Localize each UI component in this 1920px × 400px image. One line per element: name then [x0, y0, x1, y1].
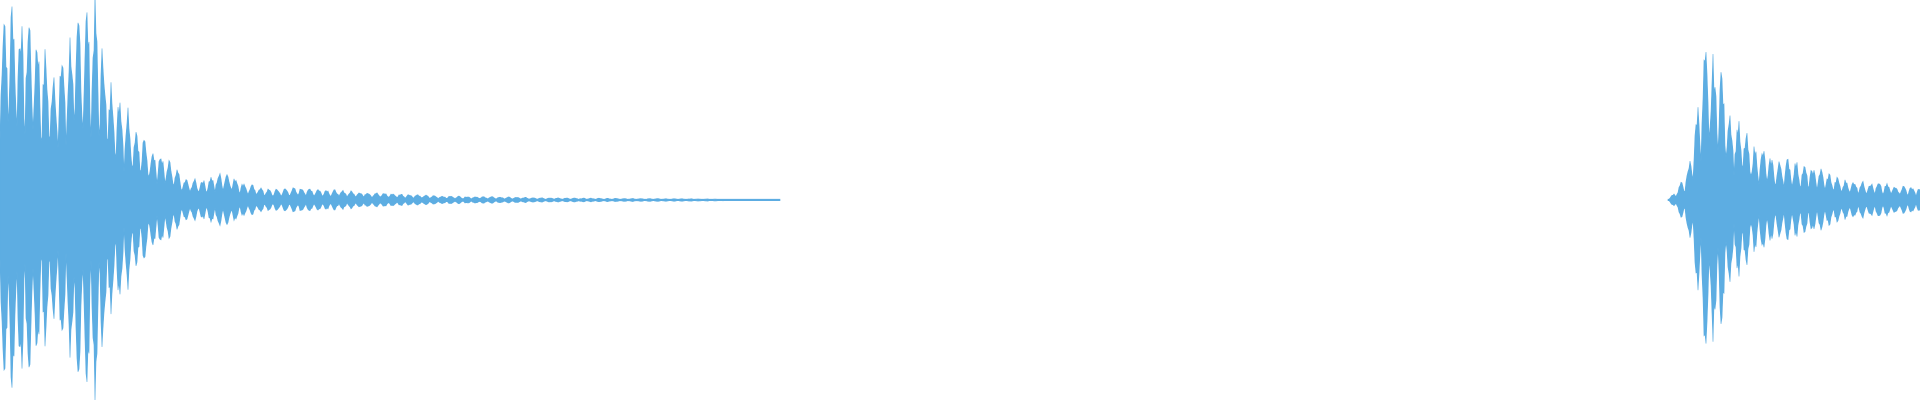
- waveform-burst-1-shape: [0, 0, 781, 400]
- waveform-burst-2-shape: [1667, 51, 1920, 344]
- waveform-burst-2: [1667, 51, 1920, 344]
- waveform-burst-1: [0, 0, 781, 400]
